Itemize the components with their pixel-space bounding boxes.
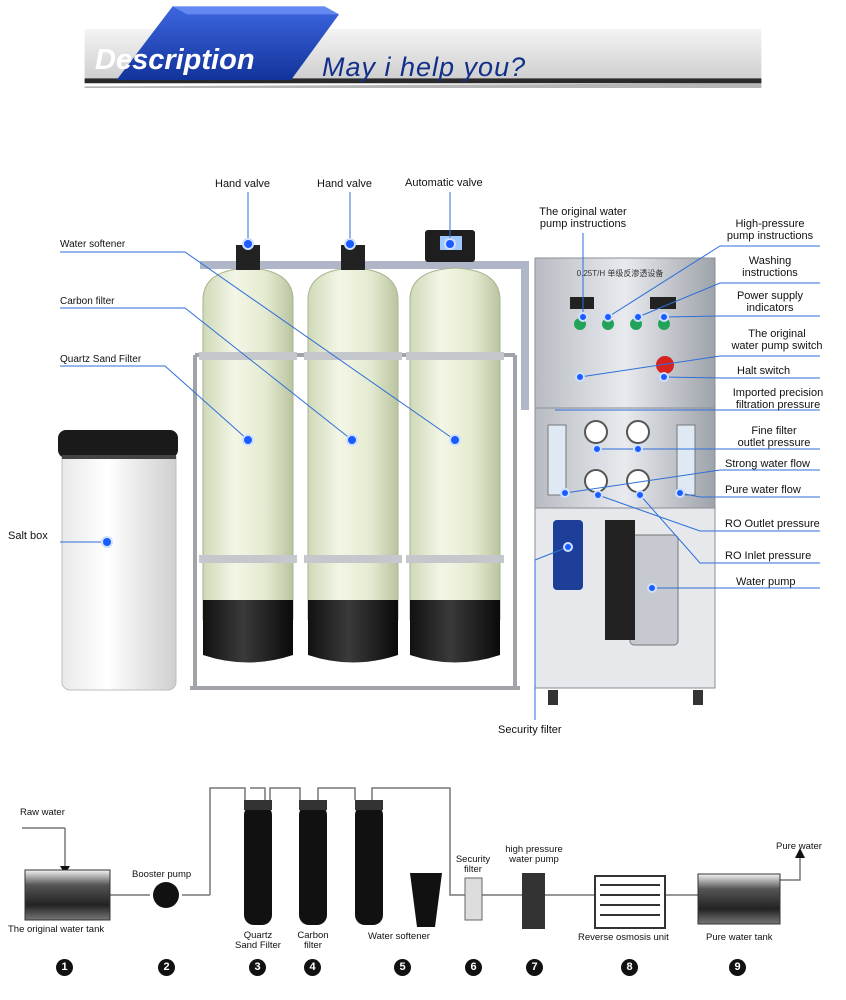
ro-machine — [534, 257, 716, 705]
flow-security-line2: filter — [464, 864, 482, 875]
step-number-8: 8 — [621, 959, 638, 976]
flow-reverse-osmosis: Reverse osmosis unit — [578, 932, 669, 943]
label-fine-filter-line2: outlet pressure — [737, 437, 811, 449]
label-imported-precision-line2: filtration pressure — [735, 399, 821, 411]
label-hand-valve-2: Hand valve — [317, 178, 373, 190]
step-number-4: 4 — [304, 959, 321, 976]
label-original-pump-switch-line2: water pump switch — [731, 340, 823, 352]
label-washing: Washing instructions — [718, 255, 822, 279]
step-number-1: 1 — [56, 959, 73, 976]
flow-original-tank: The original water tank — [8, 924, 105, 935]
step-number-7: 7 — [526, 959, 543, 976]
security-filter-icon — [464, 877, 483, 921]
flow-quartz-line2: Sand Filter — [235, 940, 281, 951]
label-automatic-valve: Automatic valve — [405, 177, 483, 189]
header-banner — [84, 6, 762, 88]
label-fine-filter: Fine filter outlet pressure — [716, 425, 832, 449]
flow-quartz: Quartz Sand Filter — [228, 931, 288, 951]
quartz-filter-icon — [244, 805, 272, 925]
label-strong-water-flow: Strong water flow — [725, 458, 810, 470]
flow-pure-tank: Pure water tank — [706, 932, 773, 943]
flow-quartz-line1: Quartz — [243, 930, 273, 941]
label-carbon-filter: Carbon filter — [60, 296, 115, 307]
high-pressure-pump-icon — [522, 873, 545, 929]
flow-hp-pump-line2: water pump — [509, 854, 559, 865]
label-pure-water-flow: Pure water flow — [725, 484, 801, 496]
label-fine-filter-line1: Fine filter — [751, 425, 797, 437]
label-ro-inlet-pressure: RO Inlet pressure — [725, 550, 812, 562]
brine-tank-icon — [410, 873, 442, 927]
step-number-9: 9 — [729, 959, 746, 976]
label-original-pump-switch-line1: The original — [748, 328, 806, 340]
flow-booster-pump: Booster pump — [132, 869, 192, 880]
label-salt-box: Salt box — [8, 530, 48, 542]
label-imported-precision: Imported precision filtration pressure — [716, 387, 840, 411]
label-original-pump-switch: The original water pump switch — [716, 328, 838, 352]
label-power-supply: Power supply indicators — [718, 290, 822, 314]
label-quartz-sand-filter: Quartz Sand Filter — [60, 354, 142, 365]
pure-water-tank-icon — [697, 873, 781, 925]
step-number-3: 3 — [249, 959, 266, 976]
label-original-pump-instructions-line1: The original water — [539, 206, 627, 218]
page-tagline: May i help you? — [322, 52, 527, 82]
label-hand-valve-1: Hand valve — [215, 178, 271, 190]
label-high-pressure-pump: High-pressure pump instructions — [708, 218, 832, 242]
flow-security-line1: Security — [455, 854, 491, 865]
flow-hp-pump-line1: high pressure — [505, 844, 563, 855]
label-power-supply-line1: Power supply — [736, 290, 804, 302]
step-number-2: 2 — [158, 959, 175, 976]
flow-carbon-line1: Carbon — [297, 930, 329, 941]
flow-pure-water: Pure water — [776, 841, 822, 852]
original-water-tank-icon — [24, 869, 111, 921]
label-washing-line2: instructions — [742, 267, 798, 279]
salt-box — [58, 430, 178, 691]
label-original-pump-instructions-line2: pump instructions — [539, 218, 627, 230]
step-number-6: 6 — [465, 959, 482, 976]
tank-softener — [406, 230, 504, 663]
ro-unit-icon — [594, 875, 666, 929]
flow-hp-pump: high pressure water pump — [500, 845, 568, 865]
label-ro-outlet-pressure: RO Outlet pressure — [725, 518, 820, 530]
flow-raw-water: Raw water — [20, 807, 65, 818]
flow-water-softener: Water softener — [368, 931, 430, 942]
label-water-softener: Water softener — [60, 239, 126, 250]
label-power-supply-line2: indicators — [746, 302, 794, 314]
flow-security: Security filter — [450, 855, 496, 875]
label-halt-switch: Halt switch — [737, 365, 791, 377]
label-water-pump: Water pump — [736, 576, 796, 588]
label-security-filter: Security filter — [498, 724, 562, 736]
flow-carbon: Carbon filter — [287, 931, 339, 951]
label-original-pump-instructions: The original water pump instructions — [528, 206, 638, 230]
label-high-pressure-pump-line2: pump instructions — [726, 230, 814, 242]
carbon-filter-icon — [299, 805, 327, 925]
step-number-5: 5 — [394, 959, 411, 976]
label-washing-line1: Washing — [748, 255, 792, 267]
panel-label: 0.25T/H 单级反渗透设备 — [577, 268, 664, 278]
label-imported-precision-line1: Imported precision — [732, 387, 824, 399]
page-title: Description — [95, 44, 255, 76]
label-high-pressure-pump-line1: High-pressure — [735, 218, 805, 230]
softener-icon — [355, 805, 383, 925]
booster-pump-icon — [153, 882, 179, 908]
flow-carbon-line2: filter — [304, 940, 322, 951]
